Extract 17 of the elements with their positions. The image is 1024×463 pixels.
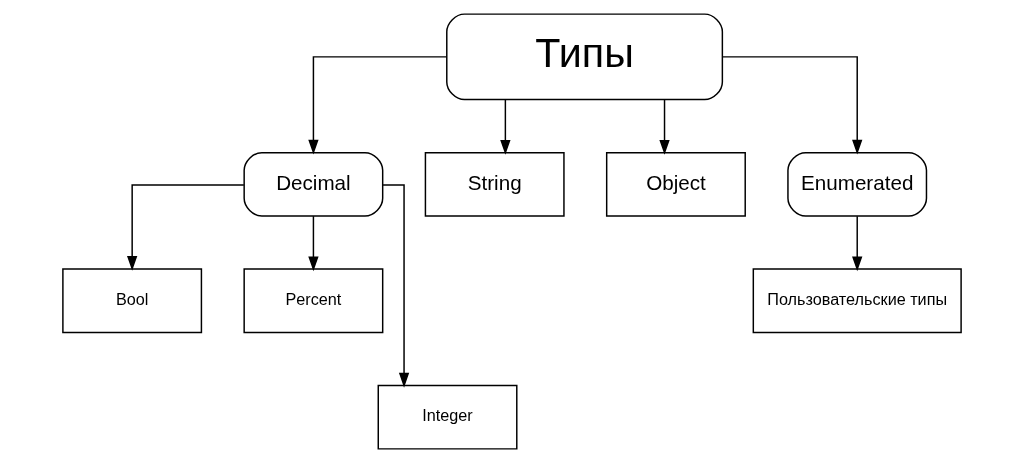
arrow: [382, 184, 410, 388]
node-box: String: [424, 151, 565, 217]
arrow: [308, 56, 448, 155]
node-box: Object: [605, 151, 746, 217]
arrow: [721, 56, 863, 155]
arrow: [127, 184, 245, 271]
arrow: [659, 99, 670, 155]
arrow: [308, 215, 319, 272]
node-box: Percent: [243, 268, 384, 334]
node-box: Enumerated: [787, 151, 928, 217]
node-box: Типы: [446, 13, 724, 101]
arrow: [852, 215, 863, 272]
node-box: Пользовательские типы: [752, 268, 962, 334]
node-box: Decimal: [243, 151, 384, 217]
node-box: Integer: [377, 384, 518, 450]
node-box: Bool: [62, 268, 203, 334]
arrow: [500, 99, 511, 155]
